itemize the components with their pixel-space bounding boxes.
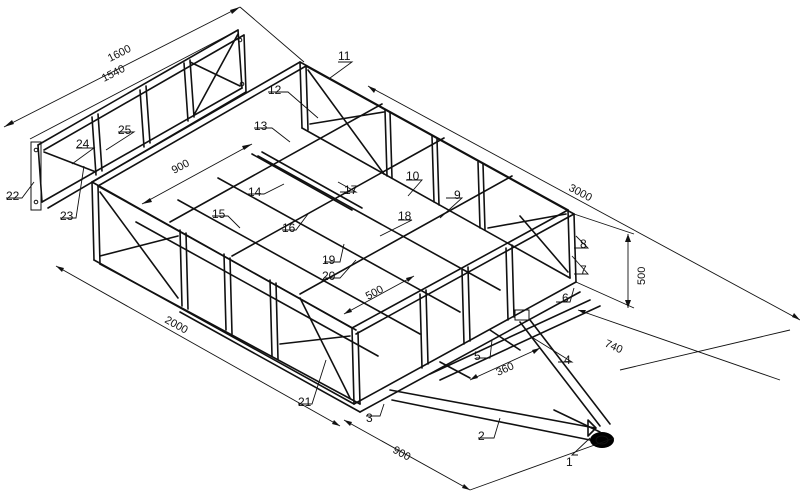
callout-3: 3 xyxy=(366,411,373,425)
callout-6: 6 xyxy=(562,291,569,305)
callout-7: 7 xyxy=(580,263,587,277)
callout-25: 25 xyxy=(118,123,132,137)
drawbar xyxy=(389,309,614,448)
dim-500-height: 500 xyxy=(636,267,648,285)
callout-9: 9 xyxy=(454,188,461,202)
callout-19: 19 xyxy=(322,253,336,267)
callout-17: 17 xyxy=(344,183,358,197)
dim-1540: 1540 xyxy=(100,63,127,85)
callout-12: 12 xyxy=(268,83,282,97)
dim-900-drawbar: 900 xyxy=(391,444,413,463)
callout-23: 23 xyxy=(60,209,74,223)
callout-labels: 1 2 3 4 5 6 7 8 9 10 11 12 13 14 15 16 1… xyxy=(6,49,587,469)
callout-15: 15 xyxy=(212,207,226,221)
callout-22: 22 xyxy=(6,189,20,203)
leader-lines xyxy=(6,61,591,456)
callout-24: 24 xyxy=(76,137,90,151)
callout-5: 5 xyxy=(474,349,481,363)
callout-13: 13 xyxy=(254,119,268,133)
tailgate-panel xyxy=(30,29,247,211)
callout-14: 14 xyxy=(248,185,262,199)
dimension-lines xyxy=(3,6,800,491)
callout-10: 10 xyxy=(406,169,420,183)
dim-360: 360 xyxy=(494,360,516,378)
dim-1600: 1600 xyxy=(106,43,133,65)
callout-8: 8 xyxy=(580,237,587,251)
dim-2000: 2000 xyxy=(163,314,190,336)
callout-2: 2 xyxy=(478,429,485,443)
dim-500-cross: 500 xyxy=(364,283,386,302)
dim-740: 740 xyxy=(603,338,625,356)
callout-21: 21 xyxy=(298,395,312,409)
callout-16: 16 xyxy=(282,221,296,235)
callout-11: 11 xyxy=(338,49,351,63)
callout-18: 18 xyxy=(398,209,412,223)
callout-4: 4 xyxy=(564,353,571,367)
body-frame xyxy=(91,61,601,413)
dim-900-top: 900 xyxy=(170,157,192,176)
callout-1: 1 xyxy=(566,455,573,469)
callout-20: 20 xyxy=(322,269,336,283)
